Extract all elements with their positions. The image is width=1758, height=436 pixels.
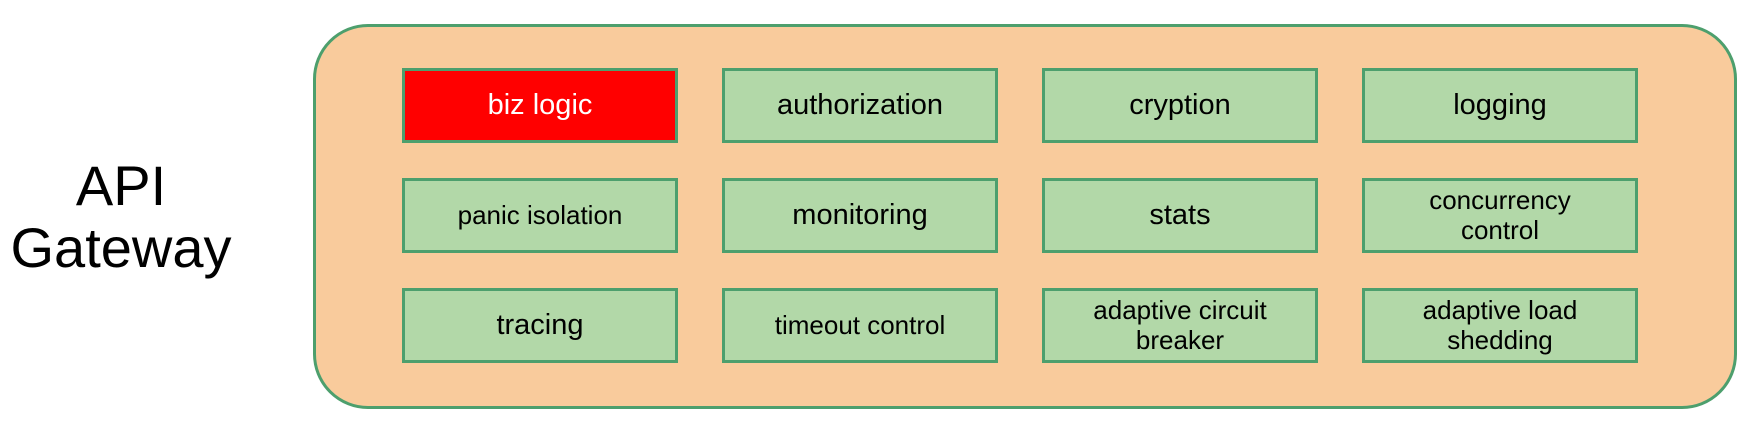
module-label: tracing: [496, 309, 584, 342]
module-label: stats: [1149, 199, 1211, 232]
module-box: authorization: [722, 68, 998, 143]
module-label: authorization: [776, 89, 944, 122]
module-box-highlighted: biz logic: [402, 68, 678, 143]
module-label: timeout control: [774, 309, 946, 340]
module-box: monitoring: [722, 178, 998, 253]
module-box: logging: [1362, 68, 1638, 143]
module-label: panic isolation: [457, 199, 623, 230]
module-label: adaptive load shedding: [1422, 295, 1578, 355]
module-box: stats: [1042, 178, 1318, 253]
module-label: logging: [1453, 89, 1547, 122]
module-box: adaptive circuit breaker: [1042, 288, 1318, 363]
module-box: panic isolation: [402, 178, 678, 253]
api-gateway-title: API Gateway: [10, 154, 232, 279]
module-grid: biz logic authorization cryption logging pan…: [402, 68, 1638, 363]
module-box: tracing: [402, 288, 678, 363]
api-gateway-container: biz logic authorization cryption logging pan…: [313, 24, 1737, 409]
module-label: biz logic: [487, 89, 593, 122]
module-label: cryption: [1129, 89, 1231, 122]
module-label: monitoring: [792, 199, 928, 232]
module-box: cryption: [1042, 68, 1318, 143]
module-box: timeout control: [722, 288, 998, 363]
module-label: concurrency control: [1429, 185, 1571, 245]
module-box: concurrency control: [1362, 178, 1638, 253]
module-box: adaptive load shedding: [1362, 288, 1638, 363]
module-label: adaptive circuit breaker: [1093, 295, 1267, 355]
